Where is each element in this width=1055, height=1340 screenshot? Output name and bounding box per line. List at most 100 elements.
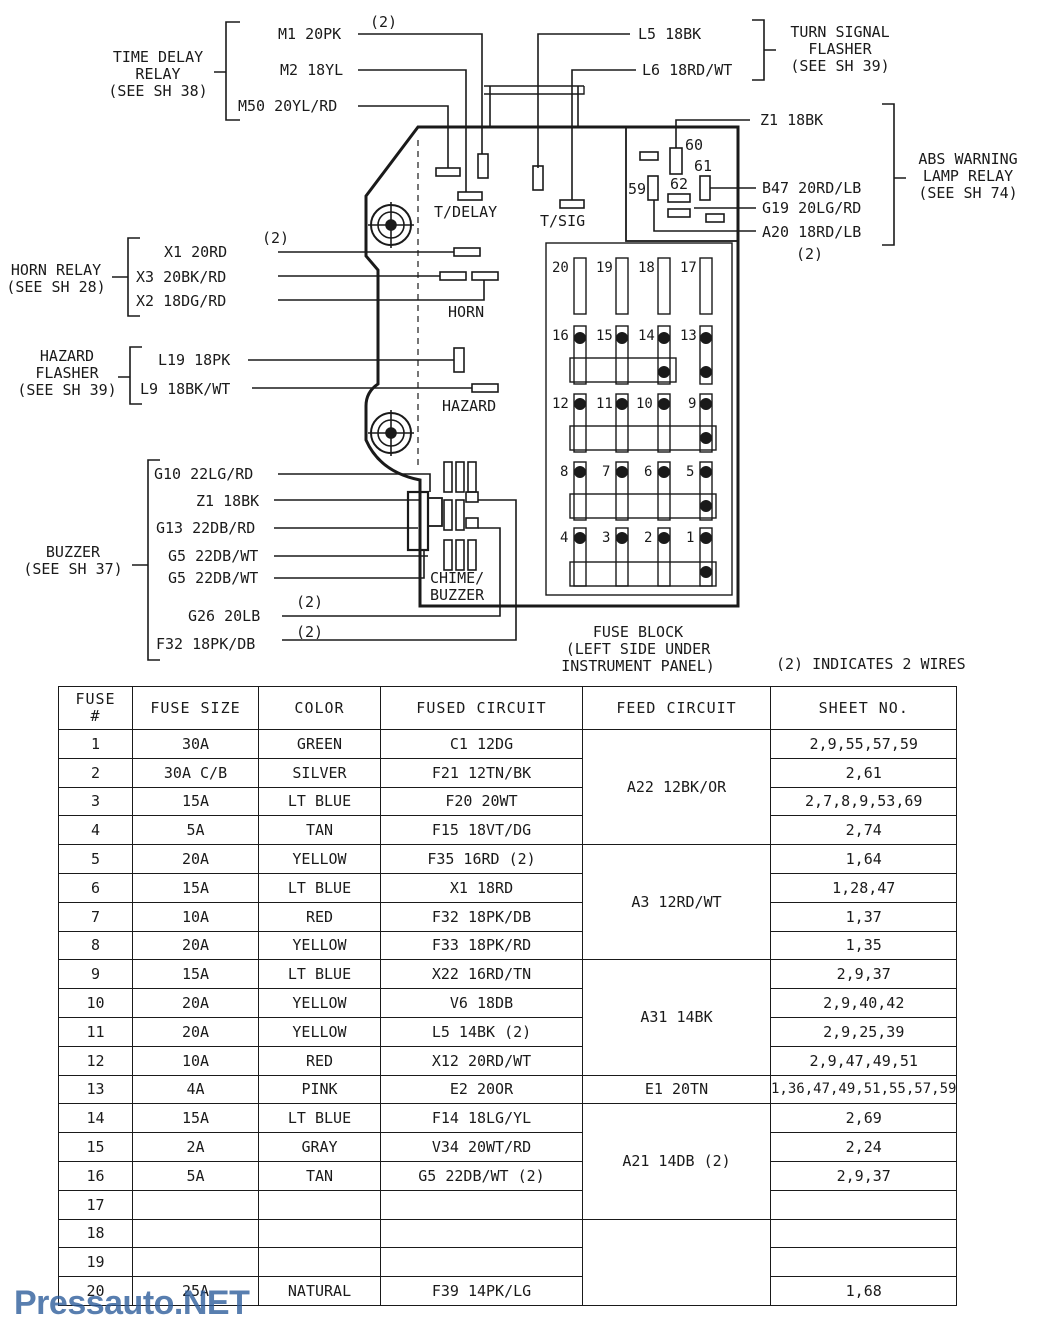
fuse-number: 19 <box>596 260 613 276</box>
cell-fuse-number: 14 <box>58 1103 133 1134</box>
cell-color <box>258 1189 381 1220</box>
wire-m50-label: M50 20YL/RD <box>238 97 338 115</box>
cell-fused-circuit: C1 12DG <box>380 729 583 759</box>
f32-two-wires-note: (2) <box>296 623 324 641</box>
cell-fuse-size <box>132 1189 259 1220</box>
cell-fuse-number: 5 <box>58 844 133 874</box>
cell-sheet-no: 1,68 <box>769 1276 958 1306</box>
cell-fuse-size: 20A <box>132 844 259 874</box>
fuse-block-outline <box>364 125 740 608</box>
wire-x1-label: X1 20RD <box>164 243 228 261</box>
horn-relay-label: HORN RELAY (SEE SH 28) <box>6 261 106 296</box>
cell-fuse-number: 7 <box>58 901 133 932</box>
cell-fuse-number: 15 <box>58 1132 133 1162</box>
cell-fuse-number: 13 <box>58 1074 133 1105</box>
wire-a20-label: A20 18RD/LB <box>762 223 862 241</box>
fuse-block-diagram <box>112 19 906 661</box>
cell-fuse-size: 30A <box>132 729 259 759</box>
fuse-table: FUSE # FUSE SIZE COLOR FUSED CIRCUIT FEE… <box>58 686 958 1306</box>
cell-color: RED <box>258 901 381 932</box>
cell-fused-circuit: L5 14BK (2) <box>380 1016 583 1047</box>
cell-fuse-size: 10A <box>132 1045 259 1076</box>
a20-two-wires-note: (2) <box>796 245 824 263</box>
cell-fuse-size: 15A <box>132 1103 259 1134</box>
wire-z1-abs-label: Z1 18BK <box>760 111 824 129</box>
cell-sheet-no: 2,9,25,39 <box>769 1016 958 1047</box>
t-sig-label: T/SIG <box>540 212 586 230</box>
cell-sheet-no: 2,9,47,49,51 <box>769 1045 958 1076</box>
wire-l9-label: L9 18BK/WT <box>140 380 231 398</box>
cell-sheet-no: 1,28,47 <box>769 872 958 903</box>
cell-color: LT BLUE <box>258 959 381 990</box>
cell-fused-circuit: F39 14PK/LG <box>380 1276 583 1306</box>
cell-sheet-no: 2,61 <box>769 757 958 788</box>
cell-fuse-size: 15A <box>132 959 259 990</box>
cell-fuse-size: 20A <box>132 1016 259 1047</box>
table-row: 19 <box>58 1247 958 1278</box>
cell-sheet-no: 1,37 <box>769 901 958 932</box>
fuse-number: 18 <box>638 260 655 276</box>
wire-g5b-label: G5 22DB/WT <box>168 569 259 587</box>
cell-color: YELLOW <box>258 1016 381 1047</box>
header-color: COLOR <box>258 686 381 730</box>
fuse-number: 9 <box>688 396 697 412</box>
header-fuse-number: FUSE # <box>58 686 133 730</box>
cell-fuse-size: 10A <box>132 901 259 932</box>
cell-fuse-number: 11 <box>58 1016 133 1047</box>
cell-sheet-no: 2,9,37 <box>769 1160 958 1191</box>
cell-color: PINK <box>258 1074 381 1105</box>
cell-fused-circuit: G5 22DB/WT (2) <box>380 1160 583 1191</box>
hazard-connector-label: HAZARD <box>442 397 497 415</box>
cell-fused-circuit <box>380 1247 583 1278</box>
wire-l5-label: L5 18BK <box>638 25 702 43</box>
pin-60-label: 60 <box>685 136 704 154</box>
cell-feed-circuit: A31 14BK <box>582 959 771 1076</box>
cell-sheet-no: 1,36,47,49,51,55,57,59 <box>769 1074 958 1105</box>
cell-color: LT BLUE <box>258 872 381 903</box>
cell-feed-circuit <box>582 1218 771 1306</box>
table-row: 18 <box>58 1218 958 1306</box>
cell-sheet-no: 2,74 <box>769 815 958 846</box>
cell-color: NATURAL <box>258 1276 381 1306</box>
fuse-block-caption: FUSE BLOCK (LEFT SIDE UNDER INSTRUMENT P… <box>561 623 715 675</box>
cell-fused-circuit: X1 18RD <box>380 872 583 903</box>
cell-fuse-size: 5A <box>132 815 259 846</box>
cell-fuse-number: 1 <box>58 729 133 759</box>
cell-fused-circuit: V6 18DB <box>380 988 583 1018</box>
fuse-number: 11 <box>596 396 613 412</box>
fuse-number: 2 <box>644 530 653 546</box>
cell-sheet-no: 2,9,55,57,59 <box>769 729 958 759</box>
cell-fuse-size: 5A <box>132 1160 259 1191</box>
buzzer-label: BUZZER (SEE SH 37) <box>23 543 123 578</box>
cell-fused-circuit: F35 16RD (2) <box>380 844 583 874</box>
mount-bolt-bottom <box>368 410 414 456</box>
wire-x2-label: X2 18DG/RD <box>136 292 227 310</box>
wire-g26-label: G26 20LB <box>188 607 261 625</box>
cell-fused-circuit: X22 16RD/TN <box>380 959 583 990</box>
cell-fuse-number: 20 <box>58 1276 133 1306</box>
table-row: 17 <box>58 1189 958 1220</box>
fuse-number: 20 <box>552 260 569 276</box>
cell-fuse-number: 12 <box>58 1045 133 1076</box>
cell-sheet-no <box>769 1218 958 1249</box>
cell-fuse-size: 20A <box>132 988 259 1018</box>
fuse-number: 1 <box>686 530 695 546</box>
abs-bracket <box>882 103 906 246</box>
wire-x3-label: X3 20BK/RD <box>136 268 227 286</box>
cell-fused-circuit: F33 18PK/RD <box>380 930 583 961</box>
cell-fuse-number: 9 <box>58 959 133 990</box>
